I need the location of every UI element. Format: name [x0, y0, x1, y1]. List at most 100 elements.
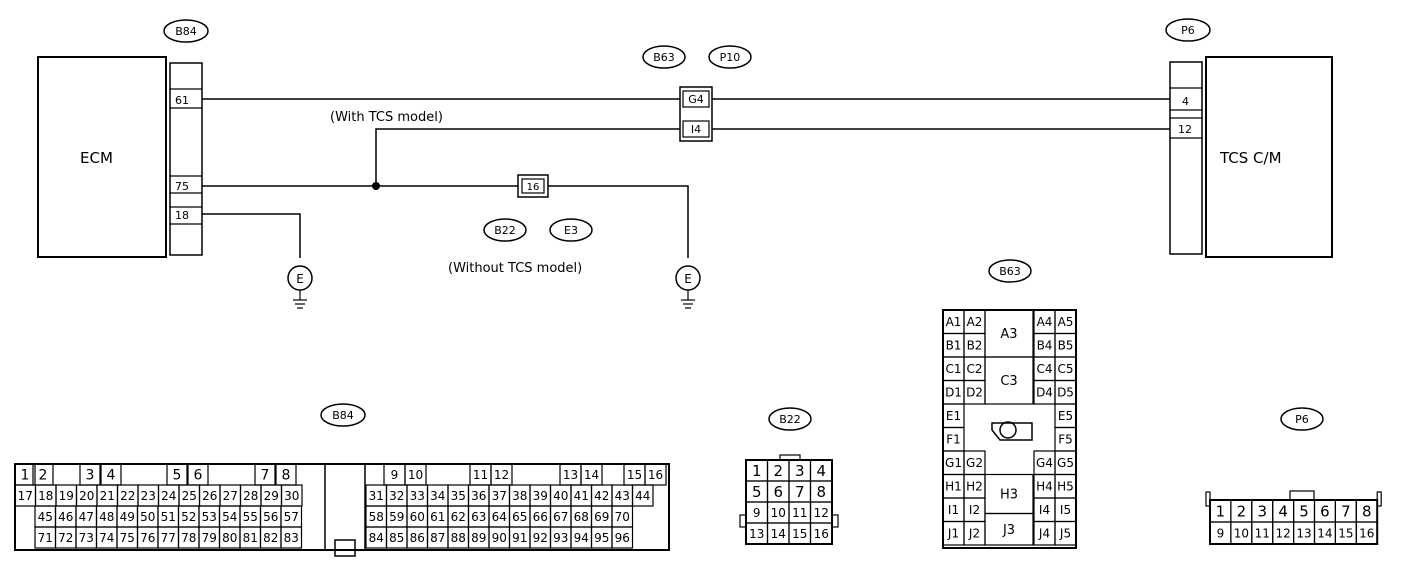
b84-pin-48: 48: [99, 510, 114, 524]
b84-pin-84: 84: [369, 531, 384, 545]
b84-pin-16: 16: [648, 468, 663, 482]
b63-pin-E1: E1: [946, 409, 961, 423]
b84-pin-64: 64: [492, 510, 507, 524]
b84-pin-25: 25: [182, 489, 197, 503]
b84-pin-85: 85: [389, 531, 404, 545]
tcs-connector-strip: [1169, 61, 1203, 255]
tcs-label: TCS C/M: [1219, 149, 1282, 167]
b84-pin-72: 72: [58, 531, 73, 545]
b84-pin-12: 12: [494, 468, 509, 482]
b63-pin-A4: A4: [1037, 315, 1053, 329]
b84-pin-37: 37: [492, 489, 507, 503]
b84-pin-19: 19: [59, 489, 74, 503]
b63-pin-D4: D4: [1036, 386, 1053, 400]
b84-pin-17: 17: [18, 489, 33, 503]
b63-pin-I4: I4: [1039, 503, 1050, 517]
b84-pin-34: 34: [430, 489, 445, 503]
b22-pin-15: 15: [792, 527, 807, 541]
b63-pin-J1: J1: [947, 527, 959, 541]
b22-pin-2: 2: [773, 462, 783, 480]
b63-pin-C5: C5: [1057, 362, 1073, 376]
b22-pin-13: 13: [749, 527, 764, 541]
b63-pin-J2: J2: [968, 527, 980, 541]
b63-pin-C3: C3: [1000, 374, 1017, 389]
b84-pin-96: 96: [615, 531, 630, 545]
b63-pin-H3: H3: [1000, 488, 1018, 503]
b84-pin-45: 45: [38, 510, 53, 524]
joint-tag-b63: [642, 45, 686, 69]
b84-pin-68: 68: [574, 510, 589, 524]
inline-connector: [517, 174, 549, 198]
b63-pin-G2: G2: [966, 456, 983, 470]
p6-pin-16: 16: [1359, 526, 1374, 540]
b84-pin-93: 93: [553, 531, 568, 545]
b84-pin-51: 51: [161, 510, 176, 524]
b63-pin-D2: D2: [966, 386, 983, 400]
b22-pin-10: 10: [771, 506, 786, 520]
p6-pin-10: 10: [1234, 526, 1249, 540]
b84-pin-92: 92: [533, 531, 548, 545]
joint-tag-p10-label: P10: [720, 51, 741, 64]
b63-pin-A2: A2: [967, 315, 983, 329]
p6-pin-8: 8: [1362, 502, 1372, 520]
joint-pin-g4: G4: [688, 93, 704, 106]
b84-pin-57: 57: [284, 510, 299, 524]
b63-pin-I2: I2: [969, 503, 980, 517]
b84-pin-39: 39: [533, 489, 548, 503]
b84-pin-75: 75: [120, 531, 135, 545]
b63-pin-G5: G5: [1057, 456, 1074, 470]
b63-pin-E5: E5: [1058, 409, 1073, 423]
p6-pin-13: 13: [1296, 526, 1311, 540]
b84-pin-43: 43: [615, 489, 630, 503]
p6-pin-3: 3: [1257, 502, 1267, 520]
b84-pin-35: 35: [451, 489, 466, 503]
ecm-label: ECM: [80, 149, 113, 167]
b84-pin-47: 47: [79, 510, 94, 524]
b22-face-tag: [768, 407, 812, 431]
b84-pin-88: 88: [451, 531, 466, 545]
b63-pin-H1: H1: [945, 480, 962, 494]
b22-pin-12: 12: [814, 506, 829, 520]
b63-pin-A5: A5: [1058, 315, 1074, 329]
b84-pin-29: 29: [264, 489, 279, 503]
inline-tag-b22: [483, 218, 527, 242]
joint-tag-b63-label: B63: [653, 51, 675, 64]
inline-pin-16: 16: [527, 182, 540, 193]
b84-face-tag-label: B84: [332, 409, 354, 422]
b63-pin-C4: C4: [1036, 362, 1052, 376]
b84-pin-54: 54: [222, 510, 237, 524]
p6-pin-4: 4: [1278, 502, 1288, 520]
b84-pin-80: 80: [222, 531, 237, 545]
b84-pin-7: 7: [261, 468, 270, 484]
b84-pin-6: 6: [194, 468, 203, 484]
ecm-pin-61: 61: [175, 94, 189, 107]
b63-pin-I1: I1: [948, 503, 959, 517]
joint-tag-p10: [708, 45, 752, 69]
tcs-connector-tag: [1165, 18, 1211, 42]
b84-pin-65: 65: [512, 510, 527, 524]
b84-pin-49: 49: [120, 510, 135, 524]
b84-pin-31: 31: [369, 489, 384, 503]
b63-face-tag: [988, 259, 1032, 283]
note-with-tcs: (With TCS model): [330, 110, 443, 125]
b84-pin-20: 20: [79, 489, 94, 503]
p6-pin-11: 11: [1255, 526, 1270, 540]
b84-pin-21: 21: [100, 489, 115, 503]
b84-pin-15: 15: [627, 468, 642, 482]
b84-pin-22: 22: [120, 489, 135, 503]
b84-pin-90: 90: [492, 531, 507, 545]
tcs-pin-4: 4: [1182, 95, 1189, 108]
b84-pin-33: 33: [410, 489, 425, 503]
b84-pin-38: 38: [512, 489, 527, 503]
b84-pin-50: 50: [140, 510, 155, 524]
b84-pin-18: 18: [38, 489, 53, 503]
b63-pin-H5: H5: [1057, 480, 1074, 494]
b63-pin-B5: B5: [1058, 339, 1074, 353]
p6-pin-12: 12: [1276, 526, 1291, 540]
b22-pin-3: 3: [795, 462, 805, 480]
b84-pin-14: 14: [584, 468, 599, 482]
